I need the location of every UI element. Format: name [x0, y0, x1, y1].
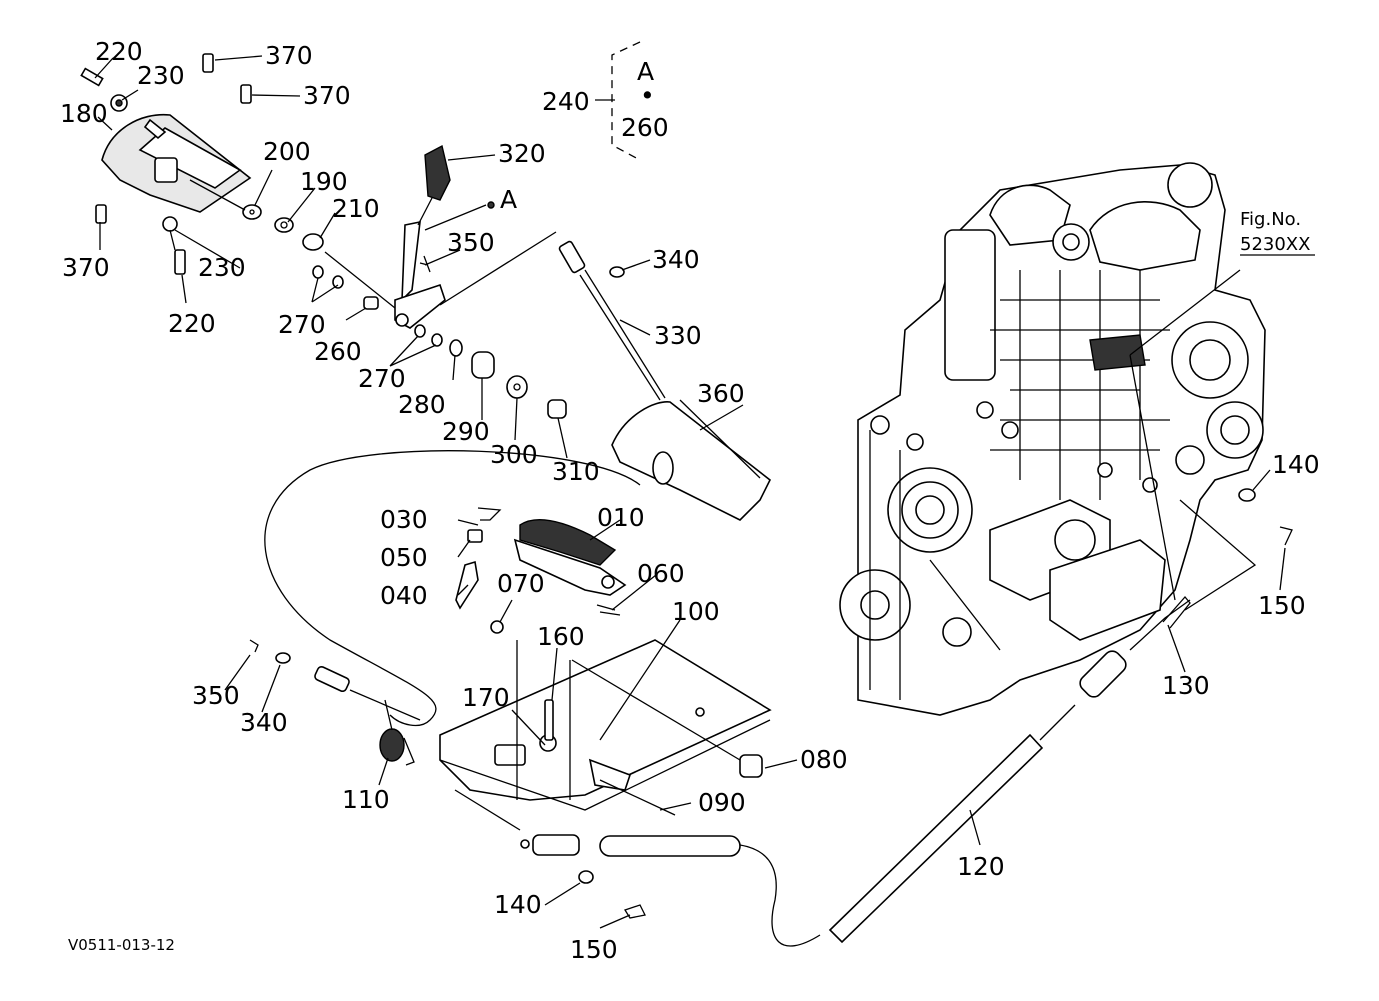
- callout-090: 090: [698, 788, 746, 817]
- callout-070: 070: [497, 569, 545, 598]
- callout-230: 230: [198, 253, 246, 282]
- callout-150: 150: [570, 935, 618, 964]
- callout-200: 200: [263, 137, 311, 166]
- callout-220: 220: [168, 309, 216, 338]
- callout-370: 370: [265, 41, 313, 70]
- callout-230: 230: [137, 61, 185, 90]
- leader-lines: [94, 41, 1315, 929]
- callout-140: 140: [1272, 450, 1320, 479]
- callout-260: 260: [314, 337, 362, 366]
- callout-220: 220: [95, 37, 143, 66]
- callout-260: 260: [621, 113, 669, 142]
- reference-title: Fig.No.: [1240, 209, 1301, 230]
- callout-290: 290: [442, 417, 490, 446]
- callout-060: 060: [637, 559, 685, 588]
- callout-030: 030: [380, 505, 428, 534]
- callout-190: 190: [300, 167, 348, 196]
- callout-340: 340: [652, 245, 700, 274]
- callout-120: 120: [957, 852, 1005, 881]
- pedal-bracket: [439, 639, 772, 831]
- detail-marker-dot: •: [640, 81, 655, 110]
- callout-110: 110: [342, 785, 390, 814]
- return-spring: [379, 699, 415, 766]
- callout-350: 350: [192, 681, 240, 710]
- callout-340: 340: [240, 708, 288, 737]
- throttle-cover-assembly: [101, 113, 252, 213]
- callout-210: 210: [332, 194, 380, 223]
- callout-360: 360: [697, 379, 745, 408]
- callout-300: 300: [490, 440, 538, 469]
- callout-100: 100: [672, 597, 720, 626]
- detail-marker-A: A: [637, 57, 654, 86]
- callout-240: 240: [542, 87, 590, 116]
- callout-270: 270: [278, 310, 326, 339]
- callout-330: 330: [654, 321, 702, 350]
- callout-320: 320: [498, 139, 546, 168]
- engine-illustration: [839, 162, 1266, 716]
- callout-370: 370: [62, 253, 110, 282]
- callout-040: 040: [380, 581, 428, 610]
- callout-370: 370: [303, 81, 351, 110]
- callout-A: A: [500, 185, 517, 214]
- throttle-lever: [394, 144, 495, 329]
- throttle-cable-bracket: [419, 240, 772, 521]
- callout-140: 140: [494, 890, 542, 919]
- callout-160: 160: [537, 622, 585, 651]
- cable-ends: [249, 488, 1293, 947]
- callout-130: 130: [1162, 671, 1210, 700]
- accelerator-pedal: [455, 507, 627, 634]
- callout-170: 170: [462, 683, 510, 712]
- throttle-cable-loop: [264, 450, 641, 727]
- callout-280: 280: [398, 390, 446, 419]
- callout-270: 270: [358, 364, 406, 393]
- callout-150: 150: [1258, 591, 1306, 620]
- bolt-and-nut-parts: [80, 53, 567, 419]
- callout-180: 180: [60, 99, 108, 128]
- callout-labels: 220 230 370 370 180 200 190 210 370 230 …: [60, 37, 1320, 964]
- callout-310: 310: [552, 457, 600, 486]
- callout-010: 010: [597, 503, 645, 532]
- reference-number: 5230XX: [1240, 234, 1310, 255]
- figure-code: V0511-013-12: [68, 936, 175, 954]
- callout-080: 080: [800, 745, 848, 774]
- callout-350: 350: [447, 228, 495, 257]
- callout-050: 050: [380, 543, 428, 572]
